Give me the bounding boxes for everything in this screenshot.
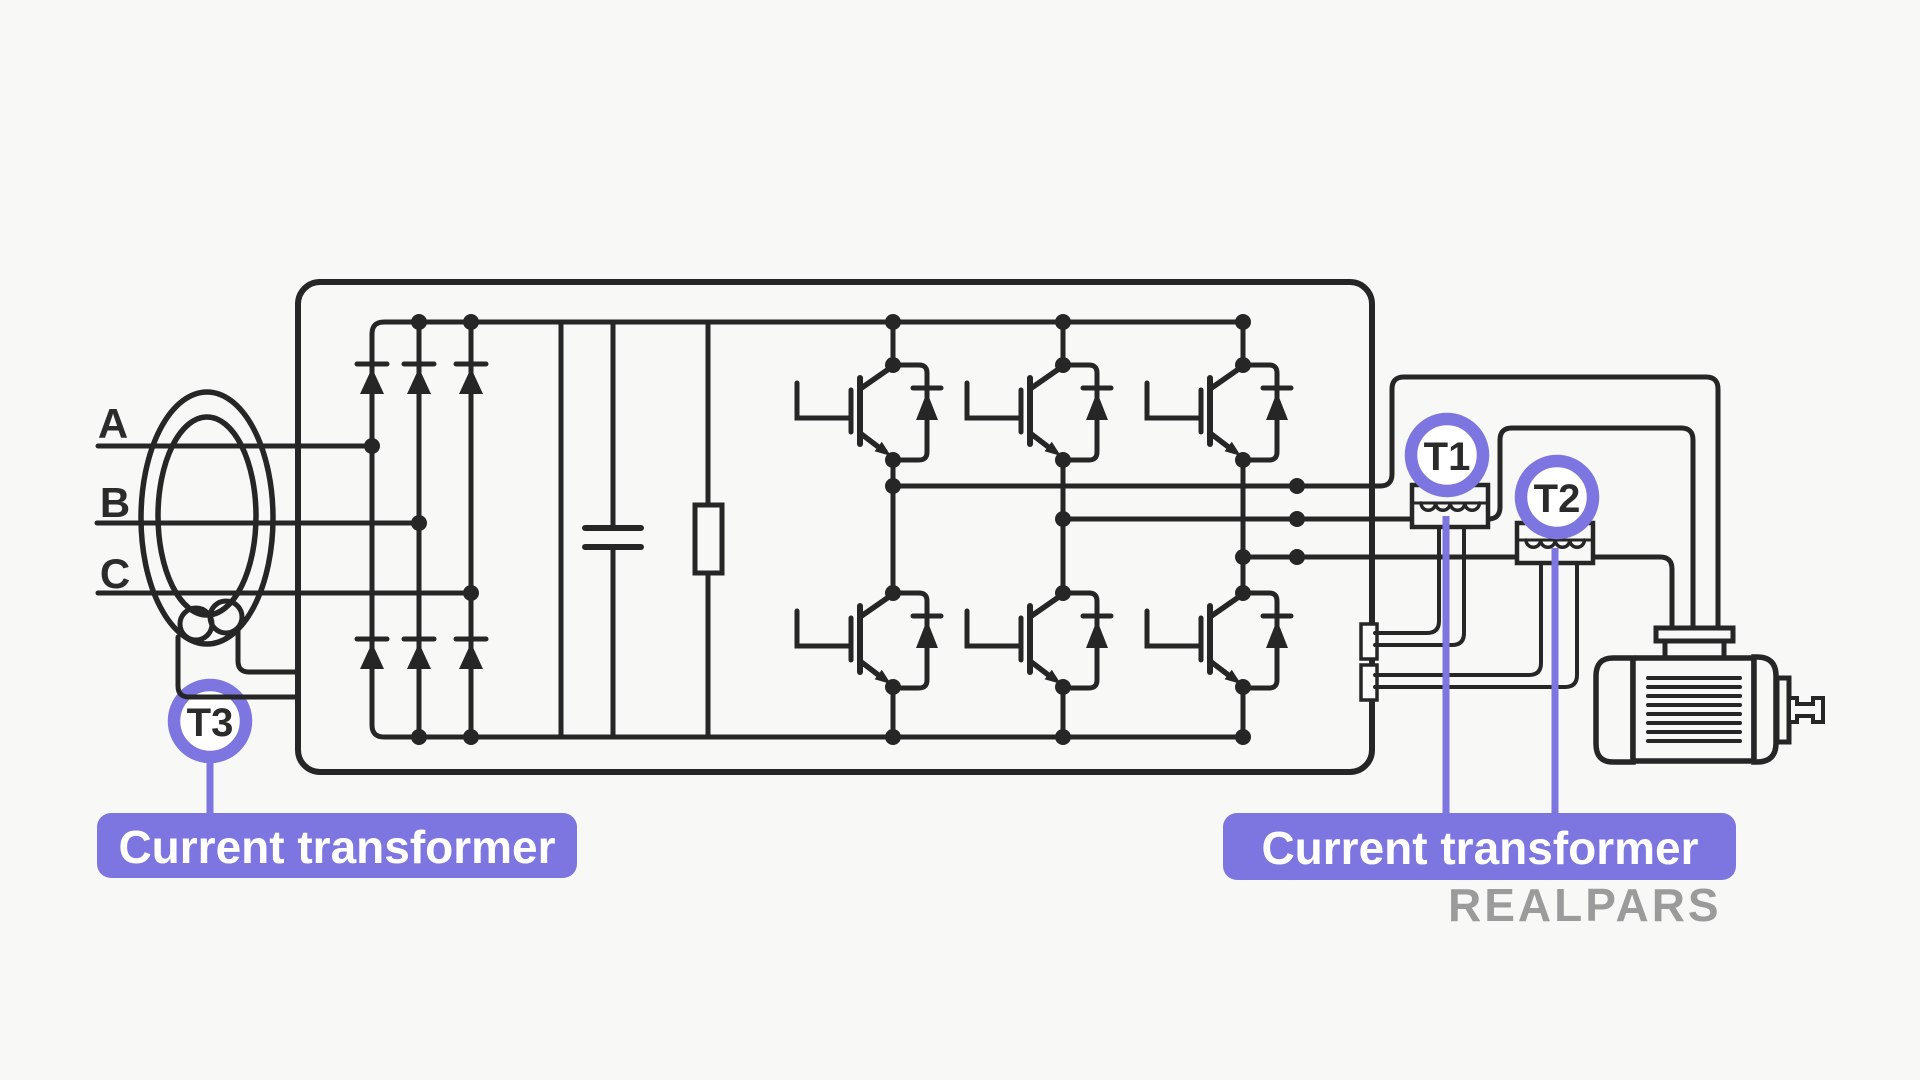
phase-b-label: B (100, 479, 130, 526)
motor (1593, 625, 1825, 765)
t3-tag-label: T3 (187, 701, 234, 745)
feedback-terminal-upper (1359, 622, 1379, 661)
toroid-winding-loop (207, 598, 245, 636)
toroid-outer-ring (138, 389, 276, 647)
realpars-watermark: REALPARS (1448, 879, 1722, 931)
t1-badge-ring (1404, 412, 1490, 498)
output-phase-u (890, 374, 1721, 632)
resistor-body (692, 502, 725, 576)
t1-secondary-wire (1373, 525, 1466, 647)
dc-bus-capacitor (582, 319, 644, 740)
junction-dots (364, 314, 1305, 745)
motor-left-endbell (1593, 655, 1636, 765)
output-phase-v (1060, 425, 1696, 632)
phase-a-label: A (98, 400, 128, 447)
motor-vent-fins (1646, 676, 1742, 743)
t2-tag-label: T2 (1534, 477, 1581, 521)
output-phase-w (1240, 554, 1675, 632)
t2-secondary-wire (1373, 561, 1543, 677)
feedback-terminal-lower (1359, 663, 1379, 702)
t1-winding-coil (1419, 501, 1482, 512)
t2-badge-ring (1514, 454, 1600, 540)
current-transformer-label-left: Current transformer (118, 821, 555, 873)
motor-body (1630, 655, 1757, 764)
ct-badges (167, 412, 1600, 764)
t2-winding-coil (1524, 538, 1587, 549)
capacitor-plates (582, 525, 644, 550)
dc-bus-rails (369, 319, 1246, 740)
callout-box-right (1223, 813, 1736, 880)
brake-resistor (692, 319, 725, 740)
motor-shaft (1787, 696, 1825, 724)
callout-box-left (97, 813, 577, 878)
phase-c-label: C (100, 550, 130, 597)
motor-right-endbell (1751, 654, 1779, 765)
output-phase-lines (890, 374, 1721, 632)
t2-secondary-wire (1373, 561, 1579, 689)
toroid-ct-core (138, 389, 276, 647)
t1-secondary-wire (1373, 525, 1441, 635)
t3-secondary-wires (175, 627, 300, 700)
ct-secondary-wires (1373, 525, 1579, 689)
t1-tag-label: T1 (1424, 435, 1471, 479)
callout-leaders (206, 516, 1559, 813)
current-transformer-label-right: Current transformer (1261, 822, 1698, 874)
vfd-enclosure-box (295, 279, 1375, 775)
